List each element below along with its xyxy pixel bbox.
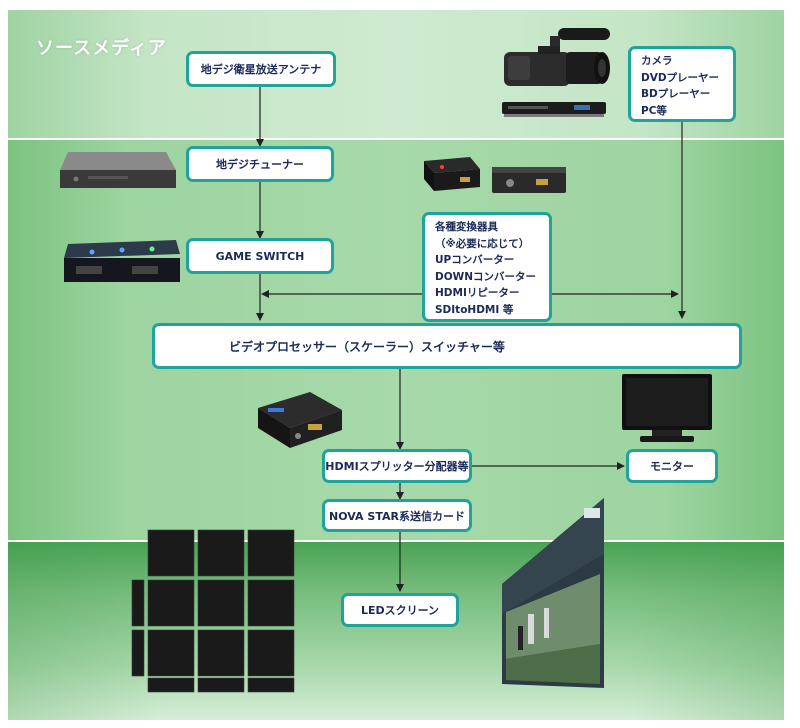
tuner-box: 地デジチューナー [186, 146, 334, 182]
converter-item: SDItoHDMI 等 [435, 303, 514, 316]
converter-item: 各種変換器具 [435, 221, 498, 233]
monitor-box: モニター [626, 449, 718, 483]
converter-item: UPコンバーター [435, 254, 515, 266]
video-processor-box: ビデオプロセッサー（スケーラー）スイッチャー等 [152, 323, 742, 369]
led-screen-box: LEDスクリーン [341, 593, 459, 627]
converters-box: 各種変換器具 （※必要に応じて） UPコンバーター DOWNコンバーター HDM… [422, 212, 552, 322]
led-screen-icon [502, 498, 604, 688]
splitter-box: HDMIスプリッター分配器等 [322, 449, 472, 483]
camera-source-item: カメラ [641, 55, 673, 67]
converter-item: HDMIリピーター [435, 287, 520, 299]
tv-monitor-icon [622, 374, 712, 442]
converter-item: DOWNコンバーター [435, 270, 537, 283]
camera-source-item: PC等 [641, 104, 667, 117]
sender-card-box: NOVA STAR系送信カード [322, 499, 472, 532]
game-switch-box: GAME SWITCH [186, 238, 334, 274]
converter-item: （※必要に応じて） [435, 237, 530, 250]
led-panel-grid-icon [131, 529, 295, 693]
camera-source-item: DVDプレーヤー [641, 71, 720, 84]
hdmi-splitter-icon [258, 392, 342, 448]
section-title: ソースメディア [36, 38, 167, 59]
disc-player-icon [502, 102, 606, 117]
converter-small-icon [424, 157, 480, 191]
game-switch-icon [64, 240, 180, 282]
camcorder-icon [504, 28, 610, 86]
camera-source-item: BDプレーヤー [641, 88, 711, 100]
converter-box-icon [492, 167, 566, 193]
camera-sources-box: カメラ DVDプレーヤー BDプレーヤー PC等 [628, 46, 736, 122]
tuner-box-icon [60, 152, 176, 188]
antenna-box: 地デジ衛星放送アンテナ [186, 51, 336, 87]
